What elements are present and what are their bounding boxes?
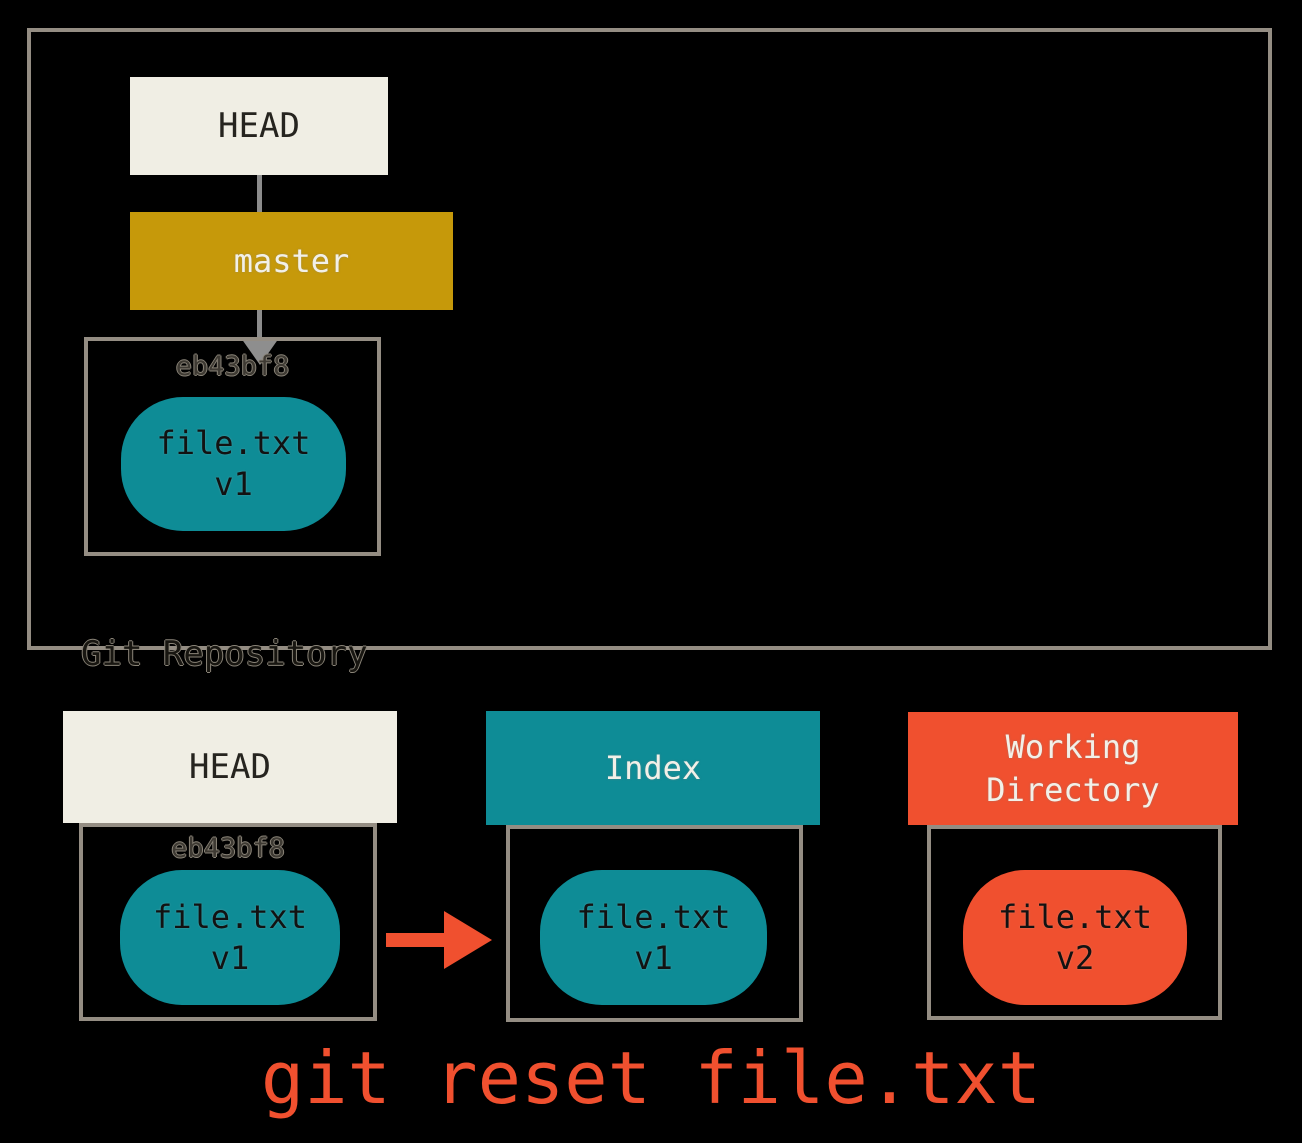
blob-file-version: v1 bbox=[214, 465, 253, 503]
index-column-box: file.txt v1 bbox=[506, 825, 803, 1022]
working-directory-column-title: Working Directory bbox=[986, 728, 1160, 809]
head-column-sha: eb43bf8 bbox=[171, 833, 285, 864]
head-ref-label: HEAD bbox=[218, 106, 300, 146]
command-caption: git reset file.txt bbox=[260, 1036, 1042, 1120]
commit-box: eb43bf8 file.txt v1 bbox=[84, 337, 381, 556]
blob-file-name: file.txt bbox=[156, 424, 311, 463]
repository-box: HEAD master eb43bf8 file.txt v1 Git Repo… bbox=[27, 28, 1272, 674]
reset-arrow-tip bbox=[444, 911, 492, 969]
working-directory-column-header: Working Directory bbox=[908, 712, 1238, 825]
branch-ref-label: master bbox=[233, 241, 350, 280]
index-file-version: v1 bbox=[634, 938, 673, 977]
head-to-master-connector bbox=[257, 175, 262, 212]
repository-label: Git Repository bbox=[81, 634, 368, 674]
head-file-version: v1 bbox=[210, 938, 250, 977]
head-column-title: HEAD bbox=[189, 747, 271, 787]
commit-arrowhead-icon bbox=[241, 338, 279, 365]
index-file-pill: file.txt v1 bbox=[540, 870, 767, 1005]
commit-sha: eb43bf8 bbox=[175, 351, 290, 382]
head-column-box: eb43bf8 file.txt v1 bbox=[79, 823, 377, 1021]
file-blob-pill: file.txt v1 bbox=[121, 397, 346, 531]
head-ref-box: HEAD bbox=[130, 77, 388, 175]
head-file-name: file.txt bbox=[152, 897, 308, 936]
master-to-commit-connector bbox=[257, 310, 262, 340]
index-file-name: file.txt bbox=[576, 897, 731, 936]
working-directory-column-box: file.txt v2 bbox=[927, 825, 1222, 1020]
head-column-header: HEAD bbox=[63, 711, 397, 823]
working-directory-file-name: file.txt bbox=[997, 897, 1153, 936]
index-column-header: Index bbox=[486, 711, 820, 825]
reset-arrow-icon bbox=[386, 911, 492, 969]
reset-arrow-shaft bbox=[386, 933, 446, 947]
working-directory-file-version: v2 bbox=[1055, 938, 1095, 977]
working-directory-file-pill: file.txt v2 bbox=[963, 870, 1187, 1005]
head-file-pill: file.txt v1 bbox=[120, 870, 340, 1005]
branch-ref-box: master bbox=[130, 212, 453, 310]
index-column-title: Index bbox=[604, 748, 702, 787]
